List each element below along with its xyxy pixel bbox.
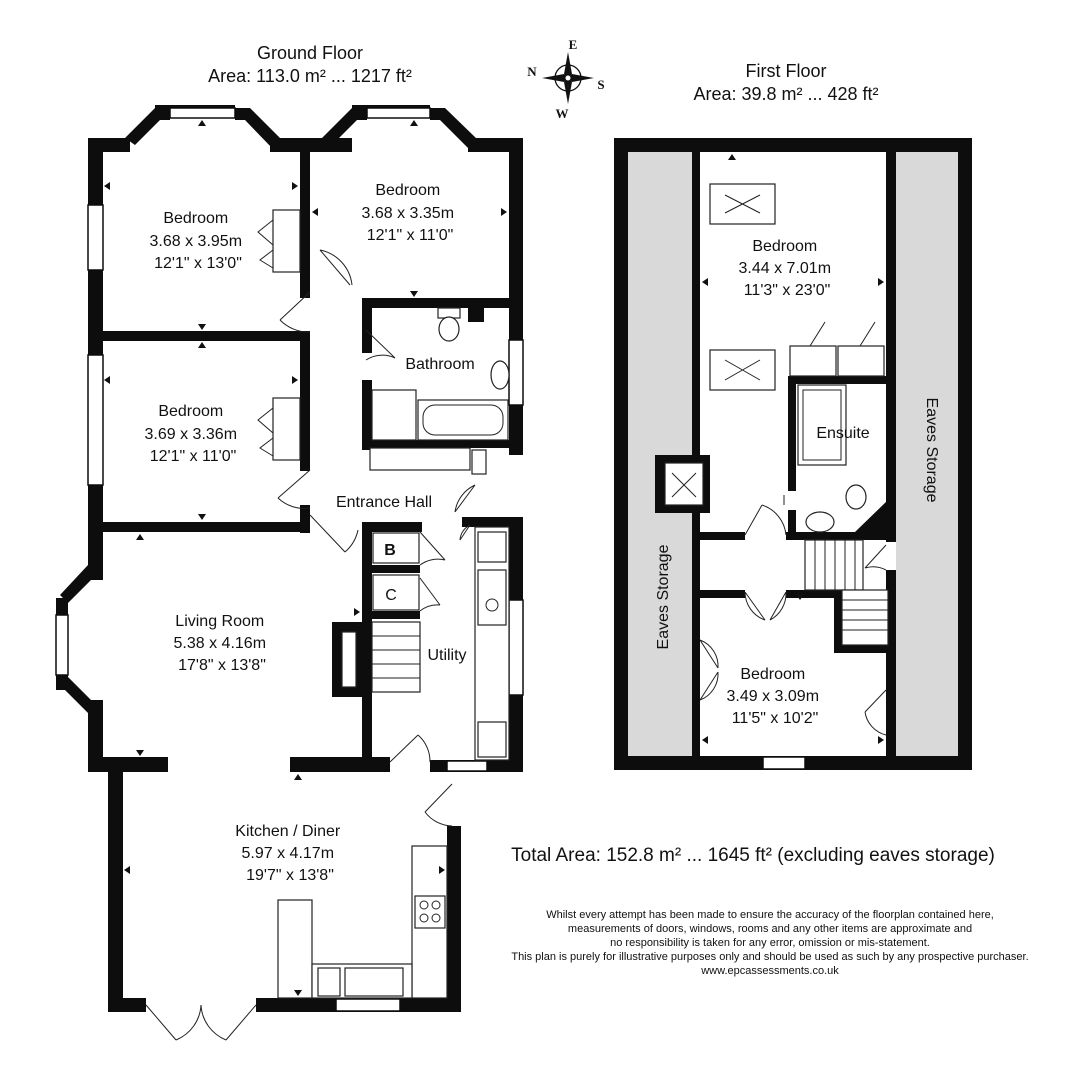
staircase-icon xyxy=(804,539,864,591)
wardrobe-icon xyxy=(837,345,885,377)
shower-tray-icon xyxy=(371,389,417,441)
disclaimer-line: This plan is purely for illustrative pur… xyxy=(511,951,1028,963)
compass-s-label: S xyxy=(597,77,604,92)
fridge-icon xyxy=(477,721,507,758)
cupboard-label: C xyxy=(385,587,397,604)
sink-icon xyxy=(477,569,507,626)
disclaimer-line: Whilst every attempt has been made to en… xyxy=(546,909,994,921)
total-area: Total Area: 152.8 m² ... 1645 ft² (exclu… xyxy=(511,845,995,866)
room-label-bedroom-4: Bedroom 3.44 x 7.01m 11'3" x 23'0" xyxy=(739,238,836,299)
website-link: www.epcassessments.co.uk xyxy=(700,965,839,977)
eaves-storage-label-right: Eaves Storage xyxy=(923,398,940,503)
ground-floor-area: Area: 113.0 m² ... 1217 ft² xyxy=(208,66,412,86)
basin-icon xyxy=(490,360,510,390)
room-label-utility: Utility xyxy=(427,647,466,664)
ground-floor-title: Ground Floor xyxy=(257,43,363,63)
room-label-entrance-hall: Entrance Hall xyxy=(336,494,432,511)
disclaimer-line: measurements of doors, windows, rooms an… xyxy=(568,923,972,935)
eaves-storage-left xyxy=(628,152,694,756)
wardrobe-icon xyxy=(272,209,301,273)
room-label-bathroom: Bathroom xyxy=(405,356,474,373)
wardrobe-icon xyxy=(272,397,301,461)
first-floor-plan: Bedroom 3.44 x 7.01m 11'3" x 23'0" Ensui… xyxy=(614,138,972,770)
shower-icon xyxy=(797,384,847,466)
room-label-kitchen-diner: Kitchen / Diner 5.97 x 4.17m 19'7" x 13'… xyxy=(235,823,344,884)
ground-floor-plan: Bedroom 3.68 x 3.95m 12'1" x 13'0" Bedro… xyxy=(55,105,524,1041)
first-floor-area: Area: 39.8 m² ... 428 ft² xyxy=(693,84,878,104)
room-label-living-room: Living Room 5.38 x 4.16m 17'8" x 13'8" xyxy=(174,613,271,674)
disclaimer: Whilst every attempt has been made to en… xyxy=(511,909,1028,977)
wardrobe-icon xyxy=(789,345,837,377)
compass-w-label: W xyxy=(556,106,569,121)
bath-icon xyxy=(417,399,509,441)
hob-icon xyxy=(414,895,446,929)
room-label-bedroom-3: Bedroom 3.69 x 3.36m 12'1" x 11'0" xyxy=(145,403,242,465)
room-label-bedroom-2: Bedroom 3.68 x 3.35m 12'1" x 11'0" xyxy=(362,182,459,244)
fireplace-icon xyxy=(341,631,357,688)
eaves-storage-right xyxy=(896,152,958,756)
dimension-markers xyxy=(104,120,507,996)
room-label-bedroom-1: Bedroom 3.68 x 3.95m 12'1" x 13'0" xyxy=(150,210,247,272)
compass-rose-icon: E N S W xyxy=(527,37,604,121)
basin-icon xyxy=(805,511,835,533)
eaves-storage-label-left: Eaves Storage xyxy=(655,544,672,649)
compass-e-label: E xyxy=(569,37,578,52)
toilet-icon xyxy=(845,484,867,510)
boiler-cupboard-label: B xyxy=(384,542,396,559)
washer-icon xyxy=(477,531,507,563)
kitchen-sink-icon xyxy=(344,967,404,997)
skylight-icon xyxy=(664,462,704,506)
staircase-icon xyxy=(371,621,421,693)
room-label-bedroom-5: Bedroom 3.49 x 3.09m 11'5" x 10'2" xyxy=(727,666,824,727)
compass-n-label: N xyxy=(527,64,537,79)
first-floor-title: First Floor xyxy=(746,61,827,81)
disclaimer-line: no responsibility is taken for any error… xyxy=(610,937,930,949)
room-label-ensuite: Ensuite xyxy=(816,425,869,442)
